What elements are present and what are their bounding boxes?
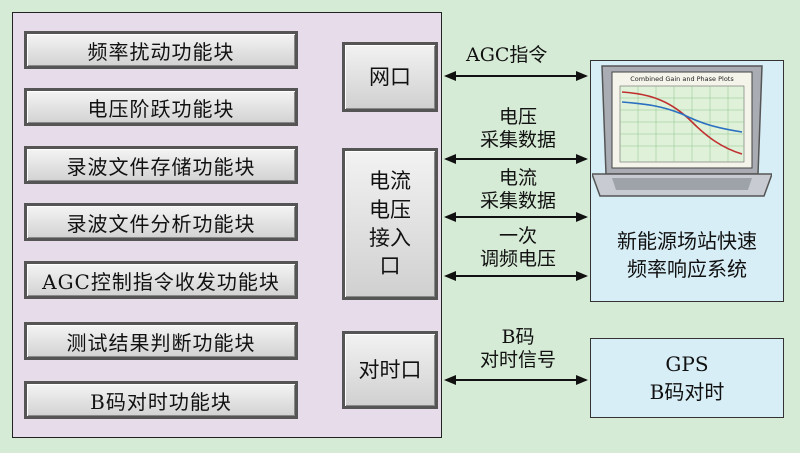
label-bcode: B码 对时信号 (479, 326, 556, 371)
module-voltage-step: 电压阶跃功能块 (24, 88, 298, 126)
gps-bcode-box: GPS B码对时 (590, 338, 784, 418)
label-agc: AGC指令 (466, 44, 548, 66)
laptop-icon: Combined Gain and Phase Plots (592, 65, 772, 197)
module-result-judgment: 测试结果判断功能块 (24, 322, 298, 360)
module-bcode-timing: B码对时功能块 (24, 381, 298, 419)
label-voltage-sample: 电压 采集数据 (479, 106, 556, 151)
network-port: 网口 (342, 42, 438, 112)
system-label: 新能源场站快速 频率响应系统 (617, 229, 757, 281)
label-current-sample: 电流 采集数据 (479, 167, 556, 212)
laptop-screen-title: Combined Gain and Phase Plots (630, 75, 734, 83)
timing-port: 对时口 (342, 331, 438, 409)
label-primary-freq: 一次 调频电压 (479, 225, 556, 270)
gps-label: GPS B码对时 (649, 352, 725, 404)
current-voltage-port: 电流 电压 接入 口 (342, 148, 438, 300)
module-record-analysis: 录波文件分析功能块 (24, 203, 298, 241)
module-agc-command: AGC控制指令收发功能块 (24, 261, 298, 299)
module-frequency-disturbance: 频率扰动功能块 (24, 31, 298, 69)
module-record-storage: 录波文件存储功能块 (24, 146, 298, 184)
